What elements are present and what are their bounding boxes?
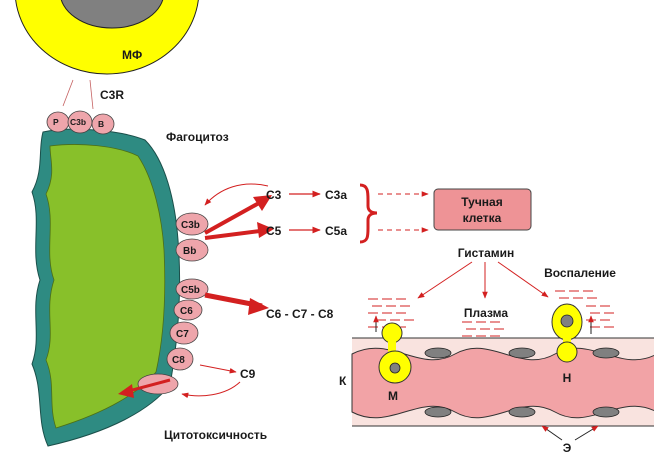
c8-pill bbox=[166, 347, 194, 371]
neutrophil: Н bbox=[551, 303, 583, 385]
complement-components: C3b Bb C5b C6 C7 C8 bbox=[137, 212, 209, 395]
c6-label: C6 bbox=[180, 306, 193, 317]
bacterium bbox=[31, 128, 181, 447]
c5b-pill bbox=[175, 278, 209, 300]
c5-label: C5 bbox=[266, 224, 282, 238]
monocyte: М bbox=[378, 322, 412, 403]
c7-pill bbox=[169, 321, 199, 345]
mast-cell-label-1: Тучная bbox=[461, 195, 502, 209]
bound-c3b-label: C3b bbox=[70, 117, 86, 127]
histamine-label: Гистамин bbox=[458, 246, 515, 260]
bound-b-label: B bbox=[98, 119, 104, 129]
reaction-arrows bbox=[118, 183, 321, 399]
c3r-label: C3R bbox=[100, 88, 124, 102]
c5b-label: C5b bbox=[181, 285, 200, 296]
endothelium-label: Э bbox=[563, 441, 572, 455]
c9-label: C9 bbox=[240, 367, 256, 381]
bb-pill bbox=[175, 238, 209, 262]
c7-label: C7 bbox=[176, 329, 189, 340]
macrophage-label: МФ bbox=[122, 48, 142, 62]
c6-c8-label: C6 - C7 - C8 bbox=[266, 307, 334, 321]
cytotoxicity-label: Цитотоксичность bbox=[164, 428, 267, 442]
c8-label: C8 bbox=[172, 355, 185, 366]
bacterium-body bbox=[45, 144, 166, 429]
c6-pill bbox=[173, 299, 203, 321]
mast-cell-label-2: клетка bbox=[463, 211, 502, 225]
blood-vessel bbox=[351, 337, 654, 427]
c3-label: C3 bbox=[266, 188, 282, 202]
c3b-pill bbox=[175, 212, 209, 236]
bound-complex: P C3b B bbox=[46, 110, 115, 135]
c3b-label: C3b bbox=[181, 220, 200, 231]
vessel-label: К bbox=[339, 374, 347, 388]
c3r-receptor-lines bbox=[62, 79, 94, 110]
macrophage-nucleus bbox=[60, 0, 164, 29]
c5a-label: C5a bbox=[325, 224, 347, 238]
neutrophil-label: Н bbox=[563, 371, 572, 385]
bound-p-label: P bbox=[53, 117, 59, 127]
c3a-label: C3a bbox=[325, 188, 347, 202]
inflammation-label: Воспаление bbox=[544, 266, 616, 280]
phagocytosis-label: Фагоцитоз bbox=[166, 130, 229, 144]
bb-label: Bb bbox=[183, 246, 196, 257]
monocyte-label: М bbox=[388, 389, 398, 403]
curly-brace bbox=[359, 183, 378, 244]
mast-cell: Тучная клетка bbox=[433, 188, 532, 231]
macrophage: МФ bbox=[15, 0, 199, 75]
plasma-label: Плазма bbox=[464, 306, 508, 320]
